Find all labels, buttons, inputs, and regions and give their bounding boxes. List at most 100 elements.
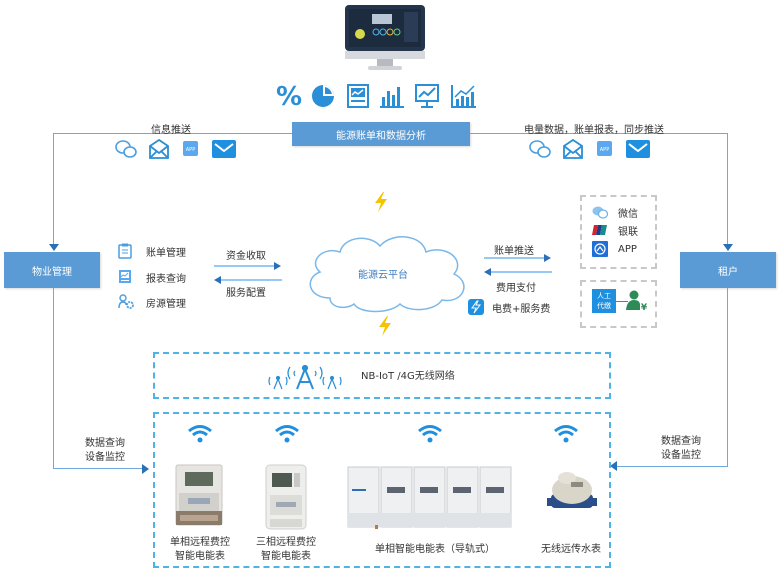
unionpay-icon	[592, 225, 607, 235]
arrow-down-icon	[723, 244, 733, 251]
percent-icon: %	[276, 82, 302, 112]
property-item-label: 账单管理	[146, 247, 186, 259]
connector-line	[53, 468, 148, 469]
currency-symbol: ¥	[641, 303, 648, 313]
wireless-network-band	[153, 352, 611, 399]
device-monitor-text: 设备监控	[85, 452, 125, 463]
lightning-icon	[375, 192, 387, 212]
wifi-icon	[188, 425, 212, 443]
manual-payment-badge[interactable]: 人工 代缴	[592, 289, 616, 313]
payment-option-app[interactable]: APP	[592, 241, 637, 257]
property-item-label: 报表查询	[146, 273, 186, 285]
connector-line	[53, 288, 54, 468]
app-icon: APP	[183, 141, 198, 156]
fee-label: 电费+服务费	[492, 303, 551, 315]
connector-line	[53, 133, 292, 134]
data-query-text: 数据查询	[85, 438, 125, 449]
device-caption-water-meter: 无线远传水表	[536, 543, 606, 557]
connector-line	[616, 466, 728, 467]
three-phase-meter-image	[265, 464, 307, 530]
connector-line	[470, 133, 728, 134]
fund-collection-label: 资金收取	[226, 251, 266, 262]
payment-option-label: 银联	[618, 226, 638, 238]
bar-chart-icon	[380, 87, 404, 108]
mail-open-icon	[563, 138, 583, 159]
energy-analysis-label: 能源账单和数据分析	[336, 130, 426, 142]
arrow-down-icon	[49, 244, 59, 251]
envelope-icon	[212, 140, 236, 158]
device-name-line1: 单相智能电能表（导轨式）	[375, 544, 495, 555]
monitor-icon	[345, 5, 425, 70]
property-management-node[interactable]: 物业管理	[4, 252, 100, 288]
manual-payment-panel	[580, 280, 657, 328]
svg-text:APP: APP	[186, 147, 195, 153]
arrow-left-icon	[484, 268, 552, 276]
app-icon: APP	[597, 141, 612, 156]
device-caption-din-rail: 单相智能电能表（导轨式）	[360, 543, 510, 557]
data-sync-push-label: 电量数据，账单报表，同步推送	[524, 125, 664, 136]
connector-line	[727, 133, 728, 250]
arrow-left-icon	[610, 461, 617, 471]
app-icon	[592, 241, 608, 257]
device-caption-three-phase: 三相远程费控 智能电能表	[240, 536, 332, 564]
network-label: NB-IoT /4G无线网络	[361, 371, 455, 382]
property-menu: 账单管理 报表查询 房源管理	[118, 242, 208, 312]
device-name-line1: 单相远程费控	[170, 537, 230, 548]
report-query-icon	[119, 270, 131, 283]
house-settings-icon	[118, 294, 134, 309]
left-query-label: 数据查询 设备监控	[76, 437, 134, 465]
cloud-icon	[309, 236, 465, 313]
property-management-label: 物业管理	[32, 266, 72, 278]
manual-badge-line1: 人工	[597, 292, 611, 300]
property-item-housing[interactable]: 房源管理	[118, 293, 186, 311]
device-monitor-text: 设备监控	[661, 450, 701, 461]
payment-option-unionpay[interactable]: 银联	[592, 222, 638, 238]
fee-payment-label: 费用支付	[496, 283, 536, 294]
payment-options-panel	[580, 195, 657, 269]
water-meter-image	[547, 472, 597, 508]
payment-option-wechat[interactable]: 微信	[592, 204, 638, 220]
bill-icon	[118, 243, 132, 259]
wifi-icon	[275, 425, 299, 443]
fee-item: 电费+服务费	[468, 298, 550, 316]
left-push-channels: APP	[114, 138, 240, 160]
electric-fee-icon	[468, 299, 484, 315]
single-phase-meter-image	[175, 464, 223, 526]
report-icon	[347, 84, 369, 108]
wechat-icon	[115, 140, 137, 158]
tenant-node[interactable]: 租户	[680, 252, 776, 288]
bill-push-label: 账单推送	[494, 246, 534, 257]
tenant-label: 租户	[718, 266, 738, 278]
device-name-line2: 智能电能表	[175, 551, 225, 562]
mail-open-icon	[149, 138, 169, 159]
growth-chart-icon	[451, 85, 476, 108]
wifi-icon	[418, 425, 442, 443]
monitor-chart-icon	[415, 84, 439, 108]
payer-person-icon: ¥	[626, 290, 648, 313]
cloud-platform-label: 能源云平台	[358, 270, 408, 281]
devices-panel	[153, 412, 611, 568]
wifi-icon	[554, 425, 578, 443]
wechat-icon	[529, 140, 551, 158]
service-config-label: 服务配置	[226, 288, 266, 299]
device-name-line1: 无线远传水表	[541, 544, 601, 555]
svg-text:APP: APP	[600, 147, 609, 153]
cell-tower-icon	[268, 364, 342, 390]
connector-line	[53, 133, 54, 250]
arrow-right-icon	[142, 464, 149, 474]
pie-chart-icon	[312, 85, 334, 107]
connector-line	[616, 301, 628, 302]
analysis-icons: %	[276, 82, 482, 112]
payment-option-label: APP	[618, 243, 637, 255]
property-item-label: 房源管理	[146, 298, 186, 310]
wechat-icon	[592, 206, 608, 219]
connector-line	[727, 288, 728, 466]
property-item-bill[interactable]: 账单管理	[118, 242, 186, 260]
arrow-right-icon	[214, 262, 281, 270]
property-item-report[interactable]: 报表查询	[118, 268, 186, 286]
device-name-line1: 三相远程费控	[256, 537, 316, 548]
data-query-text: 数据查询	[661, 436, 701, 447]
lightning-icon	[379, 316, 391, 336]
arrow-right-icon	[484, 254, 551, 262]
info-push-label: 信息推送	[151, 125, 191, 136]
